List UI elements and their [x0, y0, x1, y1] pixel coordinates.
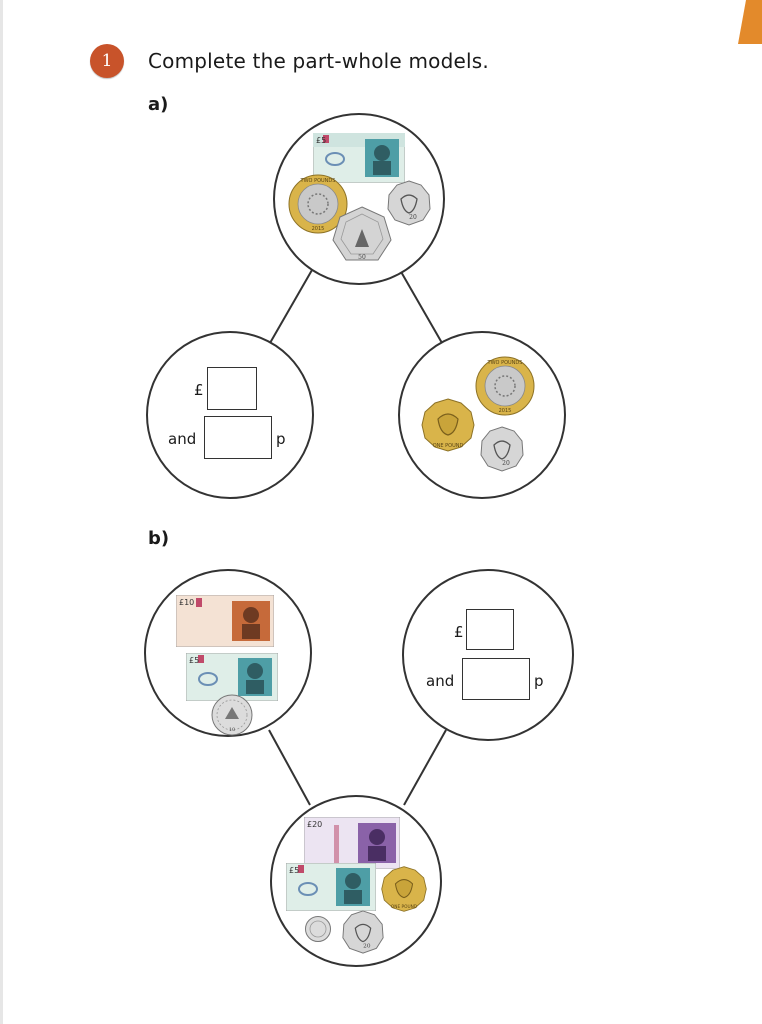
and-label: and [168, 430, 197, 448]
twenty-pence-coin-icon: 20 [480, 426, 524, 472]
svg-text:TWO POUNDS: TWO POUNDS [300, 178, 336, 184]
question-number: 1 [101, 51, 113, 71]
svg-text:20: 20 [363, 943, 371, 949]
svg-text:20: 20 [502, 460, 510, 467]
pounds-answer-box[interactable] [207, 367, 257, 410]
svg-text:2015: 2015 [312, 226, 325, 232]
part-a-whole-circle: £5 TWO POUNDS 2015 50 20 [273, 113, 445, 285]
pound-sign: £ [454, 623, 464, 641]
part-a-part-circle: TWO POUNDS 2015 ONE POUND 20 [398, 331, 566, 499]
twenty-pound-note-icon: £20 [304, 817, 400, 869]
five-pence-coin-icon [305, 916, 331, 942]
connector-line [268, 729, 311, 806]
svg-text:10: 10 [229, 727, 235, 733]
part-b-part-circle: £10 £5 10 [144, 569, 312, 737]
fifty-pence-coin-icon: 50 [332, 206, 392, 261]
one-pound-coin-icon: ONE POUND [421, 398, 475, 452]
corner-tab [738, 0, 762, 44]
pence-unit-label: p [534, 672, 544, 690]
question-number-badge: 1 [90, 44, 124, 78]
svg-text:ONE POUND: ONE POUND [391, 904, 418, 910]
connector-line [399, 269, 443, 344]
svg-text:£5: £5 [189, 656, 199, 665]
pounds-answer-box[interactable] [466, 609, 514, 650]
svg-text:£5: £5 [289, 866, 299, 875]
svg-text:£20: £20 [307, 820, 322, 829]
svg-text:£5: £5 [316, 136, 326, 145]
connector-line [269, 269, 313, 344]
ten-pound-note-icon: £10 [176, 595, 274, 647]
part-a-answer-circle [146, 331, 314, 499]
twenty-pence-coin-icon: 20 [387, 180, 431, 226]
instruction-text: Complete the part-whole models. [148, 49, 489, 73]
two-pound-coin-icon: TWO POUNDS 2015 [288, 174, 348, 234]
one-pound-coin-icon: ONE POUND [381, 866, 427, 912]
five-pound-note-icon: £5 [186, 653, 278, 701]
part-a-label: a) [148, 94, 169, 115]
svg-text:50: 50 [358, 254, 366, 261]
connector-line [403, 729, 447, 806]
five-pound-note-icon: £5 [313, 133, 405, 183]
svg-text:2015: 2015 [499, 408, 512, 414]
pound-sign: £ [194, 381, 204, 399]
svg-text:£10: £10 [179, 598, 194, 607]
pence-unit-label: p [276, 430, 286, 448]
svg-text:ONE POUND: ONE POUND [433, 443, 464, 449]
five-pound-note-icon: £5 [286, 863, 376, 911]
part-b-whole-circle: £20 £5 ONE POUND 20 [270, 795, 442, 967]
ten-pence-coin-icon: 10 [211, 694, 253, 736]
pence-answer-box[interactable] [204, 416, 272, 459]
part-b-label: b) [148, 528, 170, 549]
part-b-answer-circle [402, 569, 574, 741]
page-edge [0, 0, 3, 1024]
svg-text:TWO POUNDS: TWO POUNDS [487, 360, 523, 366]
twenty-pence-coin-icon: 20 [342, 910, 384, 954]
two-pound-coin-icon: TWO POUNDS 2015 [475, 356, 535, 416]
pence-answer-box[interactable] [462, 658, 530, 700]
and-label: and [426, 672, 455, 690]
svg-text:20: 20 [409, 214, 417, 221]
